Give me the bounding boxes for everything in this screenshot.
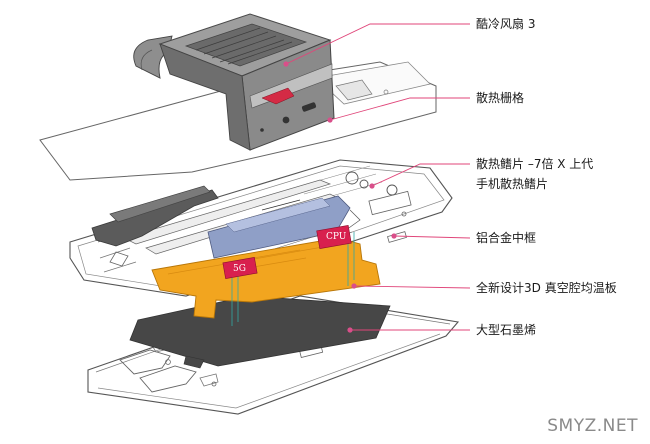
leader-dot-fins [369, 183, 375, 189]
chip-label-5g: 5G [233, 264, 246, 274]
label-vapor-chamber: 全新设计3D 真空腔均温板 [476, 281, 617, 295]
vapor-chamber [151, 225, 381, 326]
leader-frame [393, 235, 471, 239]
leader-lines [285, 23, 471, 331]
label-graphite: 大型石墨烯 [476, 323, 537, 337]
leader-dot-frame [391, 233, 397, 239]
leader-fan [285, 23, 470, 65]
leader-dot-grille [327, 117, 333, 123]
watermark: SMYZ.NET [547, 416, 638, 436]
leader-dot-vapor [351, 283, 357, 289]
chip-label-cpu: CPU [326, 232, 347, 242]
battery [207, 195, 361, 261]
heat-fins [91, 185, 219, 247]
label-thermal-grille: 散热栅格 [476, 91, 525, 105]
leader-dots [283, 61, 397, 333]
leader-grille [329, 97, 470, 121]
label-aluminum-frame: 铝合金中框 [476, 231, 537, 245]
leader-dot-fan [283, 61, 289, 67]
label-cooling-fan: 酷冷风扇 3 [476, 17, 536, 31]
label-heat-fins-line2: 手机散热鳍片 [476, 177, 549, 191]
leader-vapor [353, 285, 471, 289]
leader-dot-graphite [347, 327, 353, 333]
aeroactive-cooler [133, 13, 335, 151]
label-heat-fins-line1: 散热鳍片 –7倍 X 上代 [476, 157, 594, 171]
leader-fins [371, 163, 470, 187]
